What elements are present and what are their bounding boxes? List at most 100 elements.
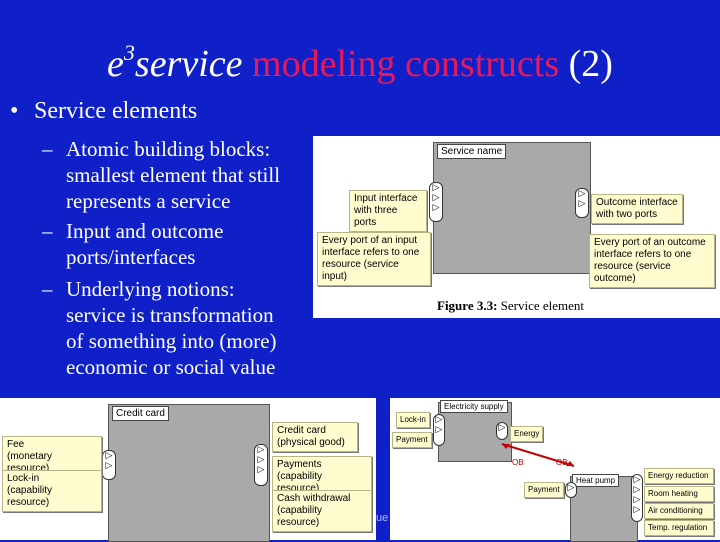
port-icon: ▷ bbox=[498, 423, 506, 433]
title-superscript: 3 bbox=[123, 40, 135, 65]
port-icon: ▷ bbox=[257, 465, 265, 475]
ob-label-2: OB bbox=[556, 458, 568, 467]
payment-input-note: Payment bbox=[392, 432, 432, 448]
caption-label: Figure 3.3: bbox=[437, 298, 498, 313]
input-interface-note: Input interface with three ports bbox=[349, 190, 427, 232]
heat-pump-label: Heat pump bbox=[572, 474, 620, 487]
port-icon: ▷ bbox=[432, 193, 440, 203]
title-suffix: (2) bbox=[559, 43, 613, 85]
port-icon: ▷ bbox=[567, 483, 575, 493]
note-line: Cash withdrawal bbox=[277, 493, 351, 504]
sub-dash-1: – bbox=[42, 137, 53, 161]
sub-item-3-line-3: of something into (more) bbox=[66, 329, 277, 353]
footer-text: ue bbox=[376, 512, 389, 524]
bullet-text: Service elements bbox=[34, 98, 198, 124]
note-line: Outcome interface bbox=[596, 197, 678, 208]
sub-item-2-line-2: ports/interfaces bbox=[66, 245, 196, 269]
note-line: Lock-in bbox=[7, 473, 40, 484]
title-service: service bbox=[134, 43, 243, 85]
outcome-interface-note: Outcome interface with two ports bbox=[591, 194, 683, 224]
port-icon: ▷ bbox=[435, 425, 443, 435]
note-line: Every port of an outcome bbox=[594, 237, 706, 248]
note-line: Payments bbox=[277, 459, 322, 470]
figure-credit-card: Credit card ▷ ▷ ▷ ▷ ▷ Fee (monetary reso… bbox=[0, 398, 376, 542]
port-icon: ▷ bbox=[633, 495, 641, 505]
temp-regulation-note: Temp. regulation bbox=[644, 520, 714, 536]
caption-text: Service element bbox=[497, 298, 585, 313]
ob-link bbox=[501, 443, 575, 467]
port-icon: ▷ bbox=[257, 445, 265, 455]
note-line: interface refers to one bbox=[594, 249, 692, 260]
note-line: with two ports bbox=[596, 209, 658, 220]
credit-card-input-ports: ▷ ▷ bbox=[102, 450, 116, 480]
note-line: (capability resource) bbox=[7, 485, 53, 508]
port-icon: ▷ bbox=[435, 415, 443, 425]
credit-card-output-ports: ▷ ▷ ▷ bbox=[254, 444, 268, 486]
port-icon: ▷ bbox=[432, 203, 440, 213]
note-line: with three ports bbox=[354, 205, 398, 228]
outcome-port-note: Every port of an outcome interface refer… bbox=[589, 234, 715, 288]
title-accent: modeling constructs bbox=[242, 43, 560, 85]
slide-title: e3service modeling constructs (2) bbox=[0, 40, 720, 86]
cash-withdrawal-note: Cash withdrawal (capability resource) bbox=[272, 490, 372, 532]
port-icon: ▷ bbox=[633, 505, 641, 515]
note-line: (capability resource) bbox=[277, 471, 323, 494]
sub-item-2-line-1: Input and outcome bbox=[66, 219, 224, 243]
room-heating-note: Room heating bbox=[644, 486, 714, 502]
credit-card-service-label: Credit card bbox=[112, 406, 169, 421]
figure-service-element: Service name ▷ ▷ ▷ ▷ ▷ Input interface w… bbox=[313, 136, 720, 318]
ob-link-line bbox=[501, 443, 575, 467]
port-icon: ▷ bbox=[257, 455, 265, 465]
sub-item-2: Input and outcome ports/interfaces bbox=[66, 218, 223, 270]
port-icon: ▷ bbox=[105, 451, 113, 461]
heat-pump-output-ports: ▷ ▷ ▷ ▷ bbox=[631, 474, 643, 522]
note-line: Fee bbox=[7, 439, 25, 450]
input-ports: ▷ ▷ ▷ bbox=[429, 182, 443, 222]
port-icon: ▷ bbox=[105, 461, 113, 471]
figure-caption: Figure 3.3: Service element bbox=[437, 298, 584, 314]
note-line: resource (service input) bbox=[322, 259, 399, 282]
credit-card-good-note: Credit card (physical good) bbox=[272, 422, 358, 452]
bullet-mark: • bbox=[10, 98, 19, 124]
note-line: (physical good) bbox=[277, 437, 345, 448]
service-element-block bbox=[433, 142, 591, 274]
port-icon: ▷ bbox=[633, 485, 641, 495]
sub-item-3-line-1: Underlying notions: bbox=[66, 277, 235, 301]
port-icon: ▷ bbox=[578, 189, 586, 199]
electricity-input-ports: ▷ ▷ bbox=[433, 414, 445, 446]
electricity-output-port: ▷ bbox=[496, 422, 508, 440]
port-icon: ▷ bbox=[432, 183, 440, 193]
sub-item-3: Underlying notions: service is transform… bbox=[66, 276, 277, 380]
lock-in-input-note: Lock-in bbox=[396, 412, 430, 428]
note-line: (monetary resource) bbox=[7, 451, 53, 474]
ob-label-1: OB bbox=[512, 458, 524, 467]
note-line: interface refers to one bbox=[322, 247, 420, 258]
figure-heat-pump: Electricity supply ▷ ▷ ▷ Lock-in Payment… bbox=[390, 398, 720, 542]
sub-item-1-line-1: Atomic building blocks: bbox=[66, 137, 271, 161]
electricity-supply-label: Electricity supply bbox=[440, 400, 508, 413]
heat-pump-input-port: ▷ bbox=[565, 482, 577, 498]
sub-dash-2: – bbox=[42, 219, 53, 243]
port-icon: ▷ bbox=[633, 475, 641, 485]
credit-card-service-block bbox=[108, 404, 270, 542]
heat-pump-payment-note: Payment bbox=[524, 482, 564, 498]
sub-item-3-line-4: economic or social value bbox=[66, 355, 276, 379]
note-line: Every port of an input bbox=[322, 235, 418, 246]
service-name-label: Service name bbox=[437, 144, 507, 159]
sub-item-1-line-2: smallest element that still bbox=[66, 163, 281, 187]
sub-item-3-line-2: service is transformation bbox=[66, 303, 274, 327]
input-port-note: Every port of an input interface refers … bbox=[317, 232, 431, 286]
ob-arrow-start bbox=[502, 444, 510, 449]
ob-arrow-end bbox=[566, 461, 574, 466]
output-ports: ▷ ▷ bbox=[575, 188, 589, 218]
energy-reduction-note: Energy reduction bbox=[644, 468, 714, 484]
note-line: resource (service outcome) bbox=[594, 261, 671, 284]
note-line: Input interface bbox=[354, 193, 418, 204]
title-e: e bbox=[107, 43, 124, 85]
port-icon: ▷ bbox=[578, 199, 586, 209]
sub-dash-3: – bbox=[42, 277, 53, 301]
energy-output-note: Energy bbox=[510, 426, 544, 442]
air-conditioning-note: Air conditioning bbox=[644, 503, 714, 519]
sub-item-1-line-3: represents a service bbox=[66, 189, 231, 213]
lock-in-note: Lock-in (capability resource) bbox=[2, 470, 102, 512]
